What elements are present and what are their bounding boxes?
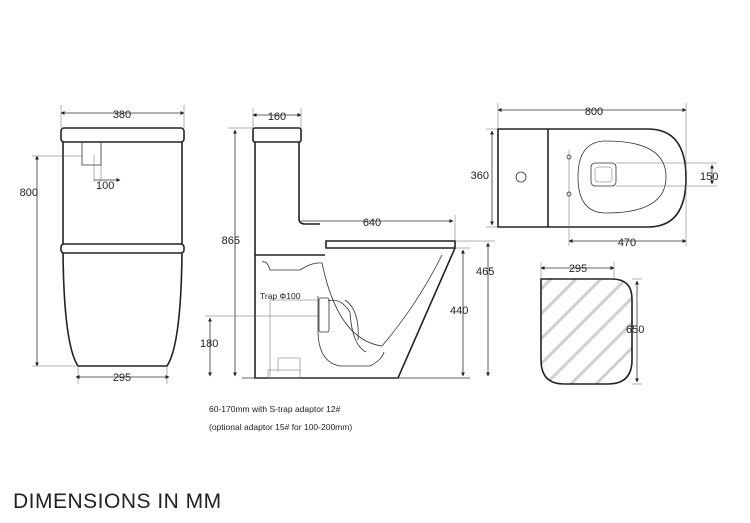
top-view: 800 360 470 150 <box>471 103 718 249</box>
inlet-offset-label: 100 <box>96 180 114 192</box>
side-toilet-outline <box>242 127 470 379</box>
footprint-width-label: 295 <box>569 263 587 275</box>
footprint-view: 295 650 <box>540 262 644 385</box>
front-view: 380 800 100 295 <box>20 105 185 384</box>
adaptor-note-line2: (optional adaptor 15# for 100-200mm) <box>209 422 352 432</box>
dimensions-heading: DIMENSIONS IN MM <box>13 490 222 513</box>
front-toilet-outline <box>60 127 185 367</box>
trap-label: Trap Φ100 <box>260 291 301 301</box>
overall-height-label: 865 <box>222 235 240 247</box>
top-toilet-outline <box>497 128 687 228</box>
seat-length-label: 470 <box>618 237 636 249</box>
front-height-label: 800 <box>20 187 38 199</box>
top-width-label: 360 <box>471 170 489 182</box>
adaptor-note-line1: 60-170mm with S-trap adaptor 12# <box>209 404 341 414</box>
seat-height-label: 465 <box>476 266 494 278</box>
front-width-label: 380 <box>113 109 131 121</box>
cistern-depth-label: 160 <box>268 111 286 123</box>
footprint-length-label: 650 <box>626 324 644 336</box>
side-view: 160 865 640 465 440 180 Trap Φ100 <box>200 108 495 379</box>
projection-label: 640 <box>363 217 381 229</box>
outlet-height-label: 180 <box>200 338 218 350</box>
pan-height-label: 440 <box>450 305 468 317</box>
footprint-outline <box>540 278 633 385</box>
seat-opening-label: 150 <box>700 171 718 183</box>
front-base-label: 295 <box>113 372 131 384</box>
top-length-label: 800 <box>585 106 603 118</box>
